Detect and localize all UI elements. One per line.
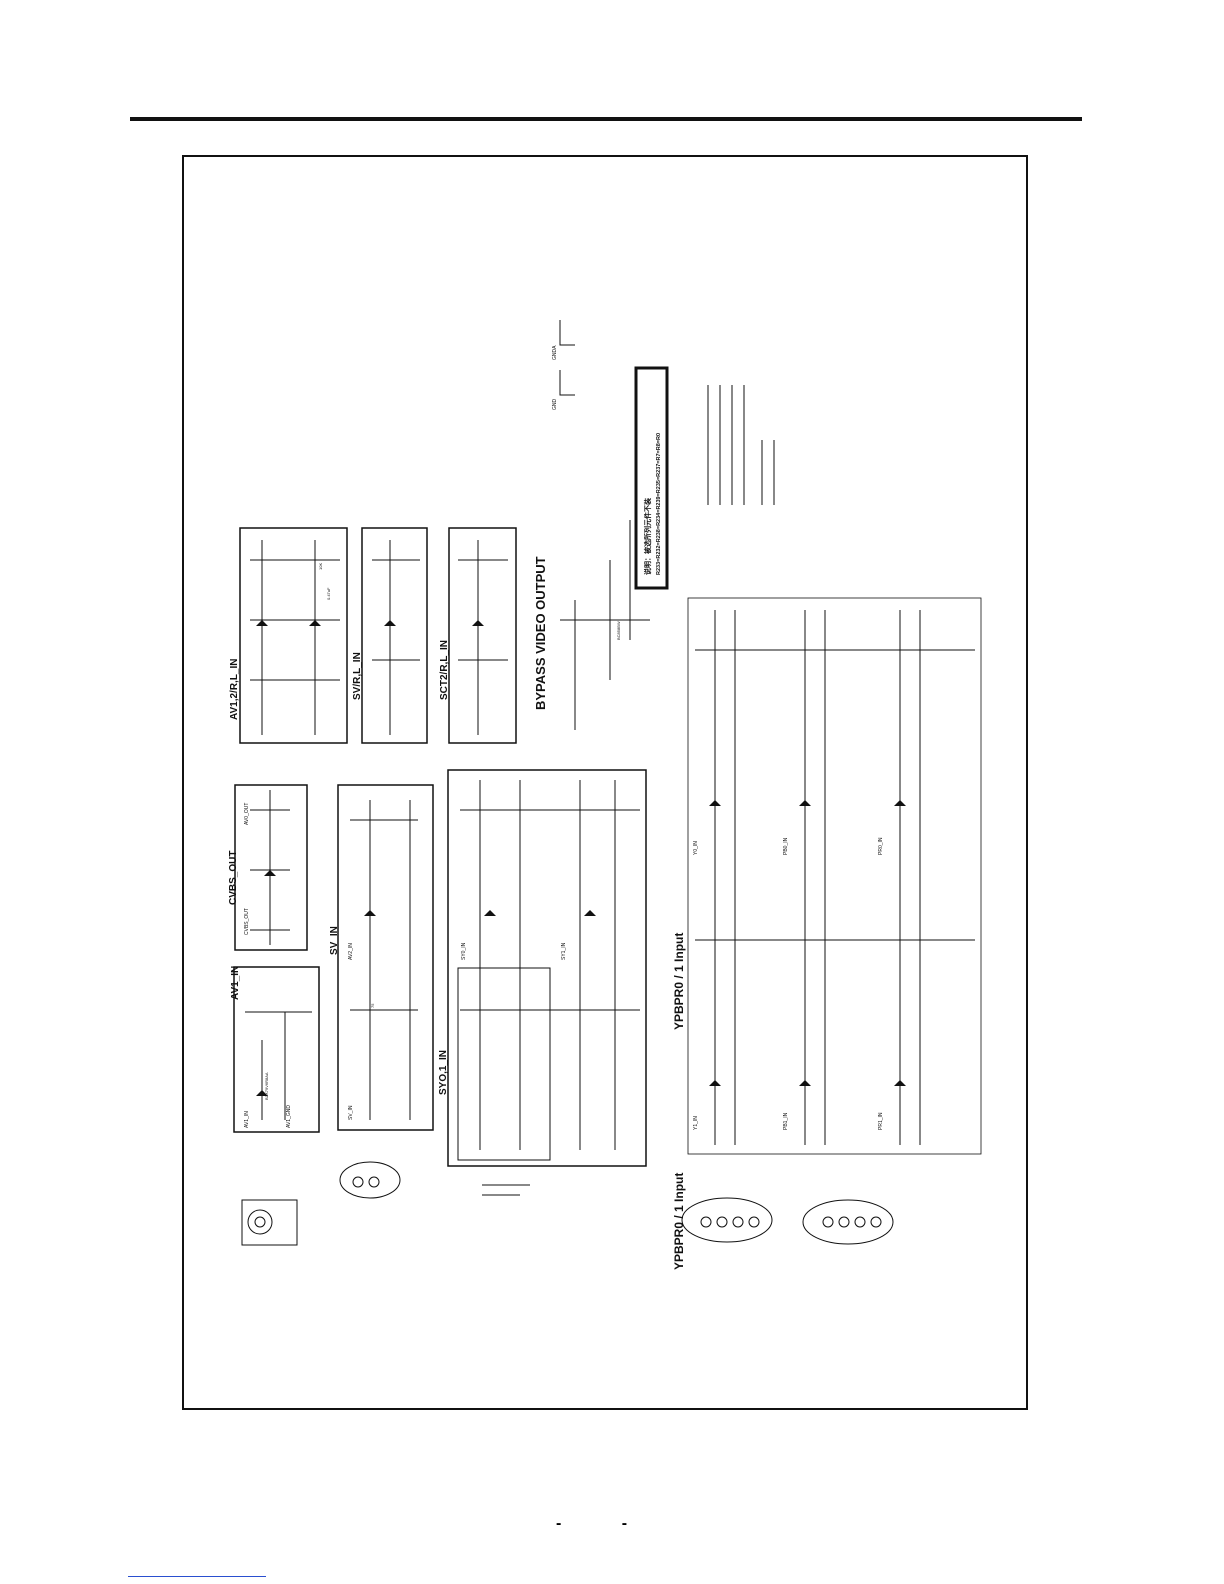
net-pr0-in: PR0_IN xyxy=(878,837,884,855)
ypbpr-connector-title: YPBPR0 / 1 Input xyxy=(672,1173,686,1270)
page-number-mark: - - xyxy=(556,1515,656,1532)
net-pr1-in: PR1_IN xyxy=(878,1112,884,1130)
sct2-rl-in-block xyxy=(448,527,517,744)
ypbpr-block xyxy=(687,597,982,1155)
r10k-value: 10K xyxy=(318,563,323,570)
av12-rl-in-title: AV1,2/R,L_IN xyxy=(229,659,240,721)
d60-part: BZX79V6R8AA xyxy=(264,1072,269,1100)
net-gnd: GND xyxy=(552,399,558,411)
bypass-video-output-title: BYPASS VIDEO OUTPUT xyxy=(533,556,548,710)
header-rule xyxy=(130,117,1082,121)
q-part: BC858BW xyxy=(616,621,621,640)
net-sy1-in: SY1_IN xyxy=(561,942,567,960)
c047-value: 0.47uF xyxy=(326,587,331,600)
net-cvbs-out: CVBS_OUT xyxy=(244,908,250,935)
footer-link-underline[interactable] xyxy=(128,1576,266,1577)
av1-in-title: AV1_IN xyxy=(230,966,241,1000)
r75-value: 75 xyxy=(370,1003,375,1008)
av12-rl-in-block xyxy=(239,527,348,744)
net-av1-gnd: AV1_GND xyxy=(286,1105,292,1128)
syo1-in-block xyxy=(447,769,647,1167)
net-av2-in: AV2_IN xyxy=(348,943,354,960)
av1-in-block xyxy=(233,966,320,1133)
schematic-frame xyxy=(182,155,1028,1410)
net-pb0-in: PB0_IN xyxy=(783,837,789,855)
note-box xyxy=(634,366,669,590)
note-line-1: 说明：被选所列元件不装 xyxy=(643,498,652,575)
net-y0-in: Y0_IN xyxy=(693,841,699,855)
ypbpr-input-title: YPBPR0 / 1 Input xyxy=(672,933,686,1030)
sct2-rl-in-title: SCT2/R,L_IN xyxy=(439,640,450,700)
sv-in-title: SV_IN xyxy=(329,926,340,955)
net-av1-in: AV1_IN xyxy=(244,1111,250,1128)
syo1-in-title: SYO,1_IN xyxy=(438,1050,449,1095)
syo-sub-block xyxy=(457,967,551,1161)
sv-rl-in-block xyxy=(361,527,428,744)
net-sv-in: SV_IN xyxy=(348,1105,354,1120)
note-line-2: R233=R232=R238=R234=R239=R235=R237=R7=R8… xyxy=(656,433,662,575)
sv-rl-in-title: SV/R,L_IN xyxy=(352,652,363,700)
net-av0-out: AV0_OUT xyxy=(244,803,250,825)
sv-in-block xyxy=(337,784,434,1131)
cvbs-out-title: CVBS_OUT xyxy=(228,851,239,905)
net-gnda: GNDA xyxy=(552,345,558,360)
net-sy0-in: SY0_IN xyxy=(461,942,467,960)
net-pb1-in: PB1_IN xyxy=(783,1112,789,1130)
cvbs-out-block xyxy=(234,784,308,951)
net-y1-in: Y1_IN xyxy=(693,1116,699,1130)
